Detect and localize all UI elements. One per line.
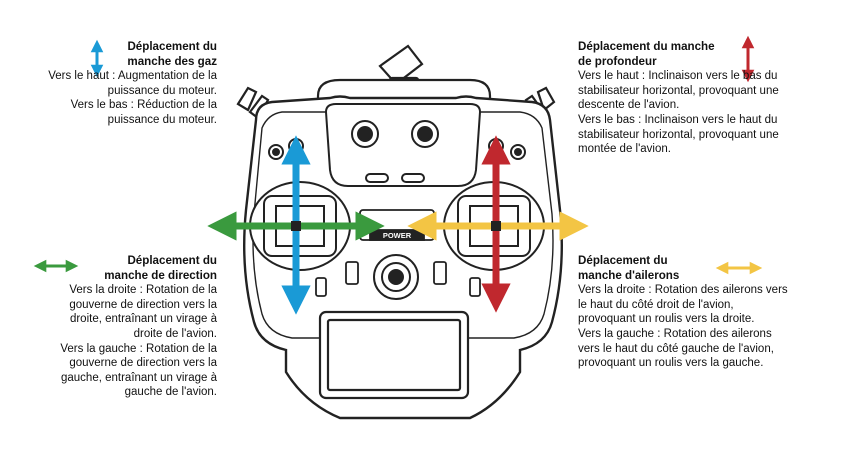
elevator-description: Déplacement du manche de profondeur Vers… xyxy=(578,40,828,157)
rudder-body-line: droite de l'avion. xyxy=(133,327,217,340)
throttle-body-line: puissance du moteur. xyxy=(107,113,217,126)
center-dial xyxy=(373,254,419,300)
center-top-panel xyxy=(324,103,482,187)
ailerons-description: Déplacement du manche d'ailerons Vers la… xyxy=(578,254,828,371)
elevator-title-line-1: Déplacement du manche xyxy=(578,40,715,53)
throttle-body-line: Vers le bas : Réduction de la xyxy=(70,99,217,112)
rudder-body-line: Vers la droite : Rotation de la xyxy=(69,284,217,297)
rudder-body-line: gauche de l'avion. xyxy=(124,386,217,399)
ailerons-body-line: le haut du côté droit de l'avion, xyxy=(578,298,734,311)
elevator-body-line: montée de l'avion. xyxy=(578,143,671,156)
rudder-body-line: gauche, entraînant un virage à xyxy=(60,371,217,384)
elevator-body-line: descente de l'avion. xyxy=(578,99,680,112)
throttle-body-line: Vers le haut : Augmentation de la xyxy=(48,70,217,83)
lcd-screen xyxy=(318,310,470,400)
ailerons-body-line: provoquant un roulis vers la droite. xyxy=(578,313,755,326)
ailerons-body-line: provoquant un roulis vers la gauche. xyxy=(578,357,764,370)
rudder-body-line: droite, entraînant un virage à xyxy=(69,313,217,326)
right-stick xyxy=(491,221,501,231)
elevator-body-line: Vers le bas : Inclinaison vers le haut d… xyxy=(578,113,778,126)
ailerons-body-line: vers le haut du côté gauche de l'avion, xyxy=(578,342,774,355)
rudder-body-line: Vers la gauche : Rotation de la xyxy=(60,342,217,355)
ailerons-title-line-2: manche d'ailerons xyxy=(578,268,680,282)
throttle-description: Déplacement du manche des gaz Vers le ha… xyxy=(0,40,217,128)
throttle-body-line: puissance du moteur. xyxy=(107,84,217,97)
power-label: POWER xyxy=(383,231,412,240)
lower-switches xyxy=(315,261,481,297)
elevator-title-line-2: de profondeur xyxy=(578,54,657,68)
rudder-body-line: gouverne de direction vers la xyxy=(69,357,217,370)
throttle-title-line-2: manche des gaz xyxy=(127,54,217,68)
elevator-body-line: Vers le haut : Inclinaison vers le bas d… xyxy=(578,70,778,83)
elevator-body-line: stabilisateur horizontal, provoquant une xyxy=(578,84,779,97)
rudder-description: Déplacement du manche de direction Vers … xyxy=(17,254,217,400)
rudder-title-line-1: Déplacement du xyxy=(127,254,217,267)
throttle-title-line-1: Déplacement du xyxy=(127,40,217,53)
ailerons-title-line-1: Déplacement du xyxy=(578,254,668,267)
ailerons-body-line: Vers la gauche : Rotation des ailerons xyxy=(578,327,772,340)
rudder-body-line: gouverne de direction vers la xyxy=(69,298,217,311)
left-stick xyxy=(291,221,301,231)
ailerons-body-line: Vers la droite : Rotation des ailerons v… xyxy=(578,284,788,297)
rudder-title-line-2: manche de direction xyxy=(104,268,217,282)
elevator-body-line: stabilisateur horizontal, provoquant une xyxy=(578,128,779,141)
